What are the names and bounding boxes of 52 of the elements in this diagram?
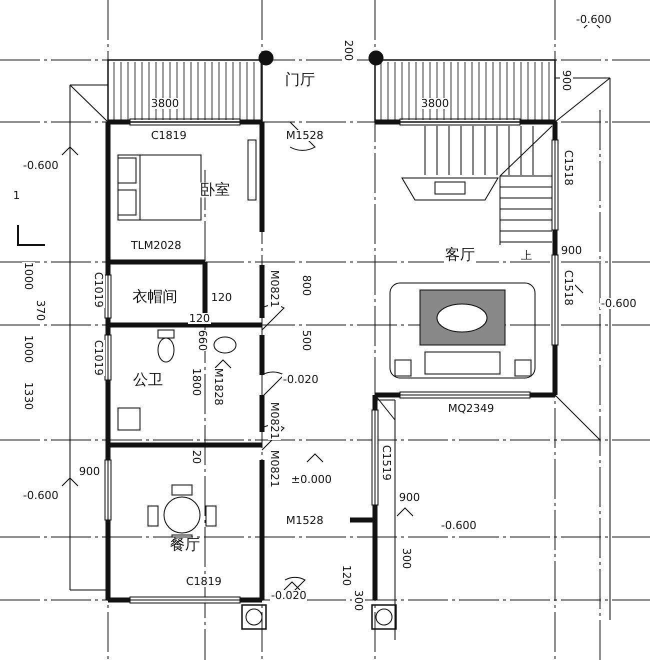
window-label: C1019 [92, 272, 105, 308]
section-label: 1 [12, 190, 21, 201]
window-label: C1518 [562, 270, 575, 306]
room-name: 门厅 [284, 72, 316, 88]
level-label: -0.600 [22, 160, 60, 171]
dimension-label: 3800 [150, 98, 180, 109]
door-label: M1528 [285, 515, 324, 526]
level-label: -0.020 [282, 374, 320, 385]
dimension-label: 300 [352, 590, 365, 611]
stair-direction-label: 上 [520, 250, 533, 261]
window-label: C1019 [92, 340, 105, 376]
dimension-label: 370 [34, 300, 47, 321]
door-label: M0821 [268, 450, 281, 488]
level-label: -0.020 [270, 590, 308, 601]
level-label: -0.600 [575, 14, 612, 25]
room-name: 卧室 [199, 182, 231, 198]
level-label: -0.600 [22, 490, 60, 501]
dimension-label: 1800 [190, 368, 203, 396]
dimension-label: 900 [560, 70, 573, 91]
room-name: 客厅 [444, 248, 476, 262]
window-label: C1518 [562, 150, 575, 186]
door-label: M1828 [212, 368, 225, 406]
dimension-label: 900 [398, 492, 421, 503]
dimension-label: 900 [560, 245, 583, 256]
door-label: M0821 [268, 270, 281, 308]
level-label: -0.600 [440, 520, 478, 531]
room-name: 餐厅 [169, 538, 201, 552]
dimension-label: 900 [78, 466, 101, 477]
door-label: M1528 [285, 130, 324, 141]
window-label: TLM2028 [130, 240, 182, 251]
dimension-label: 200 [342, 40, 355, 61]
dimension-label: 300 [400, 548, 413, 569]
door-label: MQ2349 [447, 403, 496, 414]
room-name: 衣帽间 [132, 290, 178, 304]
window-label: C1819 [150, 130, 188, 141]
dimension-label: 1330 [22, 382, 35, 410]
dimension-label: 3800 [420, 98, 450, 109]
dimension-label: 120 [210, 292, 233, 303]
window-label: C1819 [185, 576, 223, 587]
dimension-label: 120 [188, 313, 211, 324]
level-label: -0.600 [600, 298, 638, 309]
dimension-label: 120 [340, 565, 353, 586]
window-label: C1519 [380, 445, 393, 481]
level-label: ±0.000 [290, 474, 333, 485]
dimension-label: 20 [190, 450, 203, 464]
dimension-label: 660 [196, 330, 209, 351]
door-label: M0821 [268, 402, 281, 440]
dimension-label: 500 [300, 330, 313, 351]
room-name: 公卫 [132, 372, 164, 388]
dimension-label: 1000 [22, 335, 35, 363]
dimension-label: 1000 [22, 262, 35, 290]
dimension-label: 800 [300, 275, 313, 296]
